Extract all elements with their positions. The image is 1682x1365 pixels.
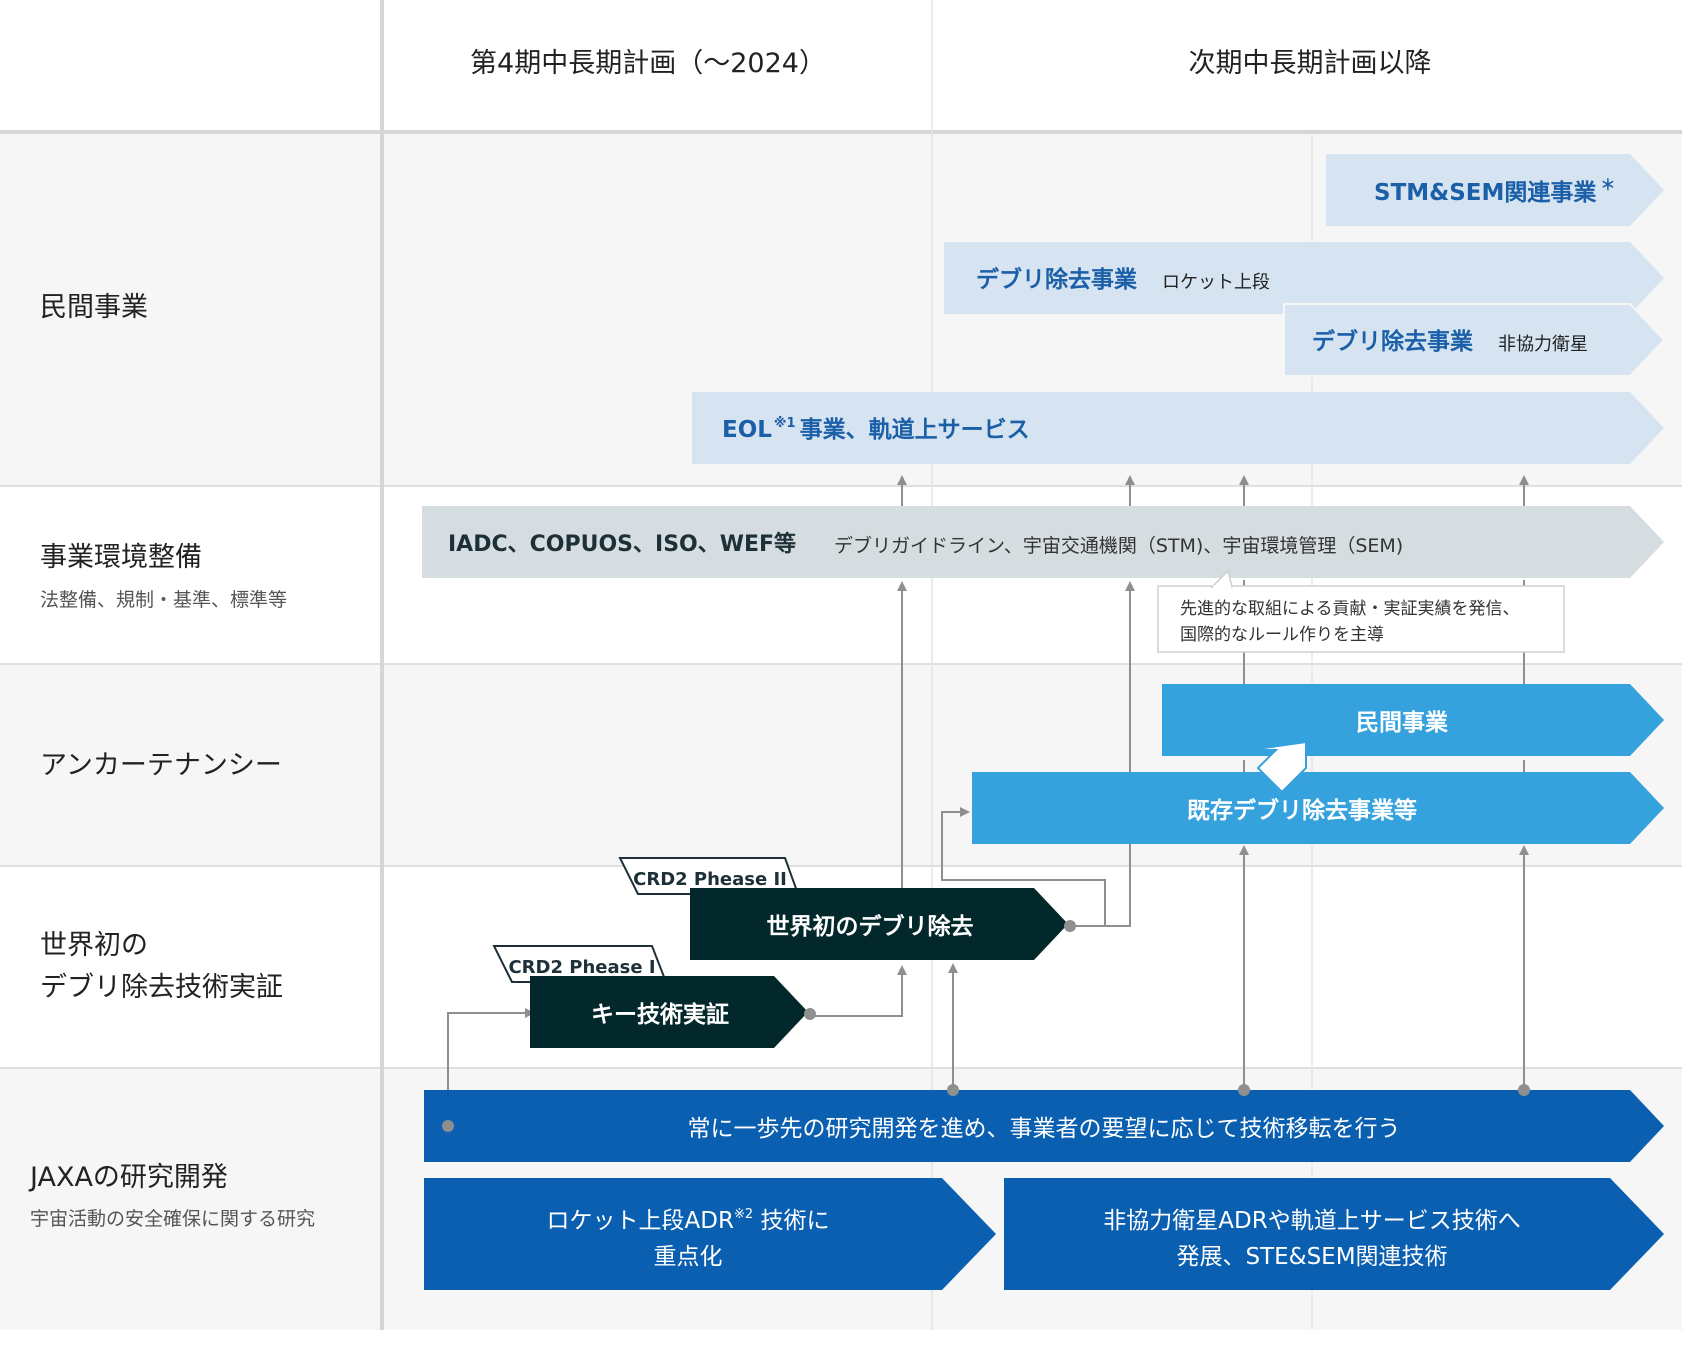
row-title-world-1: 世界初の (40, 930, 148, 961)
row-title-world-2: デブリ除去技術実証 (40, 972, 283, 1003)
connectors (447, 475, 1529, 1126)
bar-stm-sem (1326, 154, 1664, 226)
bar-world-first-label: 世界初のデブリ除去 (767, 913, 974, 940)
header-row-bg (0, 0, 1682, 132)
label-column-divider (380, 0, 384, 1330)
bar-world-first-debris-removal (690, 888, 1068, 960)
row-title-jaxa: JAXAの研究開発 (28, 1162, 228, 1193)
bar-eol-services (692, 392, 1664, 464)
bar-env-guidelines (422, 506, 1664, 578)
bar-rocket-adr-focus (424, 1178, 996, 1290)
bar-key-tech-label: キー技術実証 (591, 1001, 729, 1028)
row-title-anchor: アンカーテナンシー (40, 750, 282, 781)
bar-noncoop-adr-development (1004, 1178, 1664, 1290)
connector-dot (1518, 1084, 1530, 1096)
bar-rocket-debris-business (944, 242, 1664, 314)
callout-line2: 国際的なルール作りを主導 (1180, 625, 1384, 645)
bar-noncoop-debris-business (1283, 303, 1666, 377)
bar-env-main: IADC、COPUOS、ISO、WEF等 (448, 531, 796, 557)
row-subtitle-jaxa: 宇宙活動の安全確保に関する研究 (30, 1208, 315, 1230)
connector-dot (804, 1008, 816, 1020)
bar-key-tech-demo (530, 976, 808, 1048)
bar-noncoop-debris-sub: 非協力衛星 (1498, 334, 1588, 355)
arrow-research-to-keytech (447, 1008, 535, 1126)
tag-crd2-phase1-label: CRD2 Phease I (508, 957, 655, 978)
bar-noncoop-adr-line1: 非協力衛星ADRや軌道上サービス技術へ (1103, 1208, 1520, 1234)
bar-research-transfer (424, 1090, 1664, 1162)
bar-rocket-adr-line1: ロケット上段ADR※2 技術に (547, 1207, 830, 1234)
bar-existing-label: 既存デブリ除去事業等 (1187, 797, 1417, 824)
bar-rocket-adr-line2: 重点化 (654, 1244, 723, 1270)
callout-line1: 先進的な取組による貢献・実証実績を発信、 (1180, 599, 1520, 619)
transition-arrow-icon (1249, 740, 1307, 794)
bar-rocket-debris-sub: ロケット上段 (1162, 272, 1270, 293)
row-subtitle-env: 法整備、規制・基準、標準等 (40, 589, 287, 611)
connector-dot (1064, 920, 1076, 932)
header-divider (0, 130, 1682, 134)
header-period-4: 第4期中長期計画（〜2024） (470, 48, 826, 79)
bar-existing-debris-business (972, 772, 1664, 844)
arrow-worldfirst-to-existing (941, 807, 1106, 926)
bar-noncoop-debris-label: デブリ除去事業 (1312, 328, 1474, 355)
bar-rocket-debris-label: デブリ除去事業 (976, 266, 1138, 293)
arrow-worldfirst-to-env-2 (1070, 581, 1135, 927)
row-title-private: 民間事業 (40, 292, 148, 323)
callout-box: 先進的な取組による貢献・実証実績を発信、 国際的なルール作りを主導 (1157, 569, 1565, 653)
bar-anchor-private-business (1162, 684, 1664, 756)
tag-crd2-phase2-label: CRD2 Phease II (633, 869, 787, 890)
bar-anchor-private-label: 民間事業 (1356, 709, 1449, 736)
bar-noncoop-adr-line2: 発展、STE&SEM関連技術 (1176, 1244, 1447, 1270)
bar-stm-sem-label: STM&SEM関連事業＊ (1374, 176, 1615, 206)
arrow-keytech-to-worldfirst (810, 965, 907, 1017)
bar-research-label: 常に一歩先の研究開発を進め、事業者の要望に応じて技術移転を行う (688, 1116, 1401, 1142)
bar-env-sub: デブリガイドライン、宇宙交通機関（STM)、宇宙環境管理（SEM) (834, 534, 1403, 557)
row-title-env: 事業環境整備 (40, 542, 202, 573)
connector-dot (442, 1120, 454, 1132)
connector-dot (1238, 1084, 1250, 1096)
connector-dot (947, 1084, 959, 1096)
header-period-next: 次期中長期計画以降 (1189, 48, 1432, 79)
